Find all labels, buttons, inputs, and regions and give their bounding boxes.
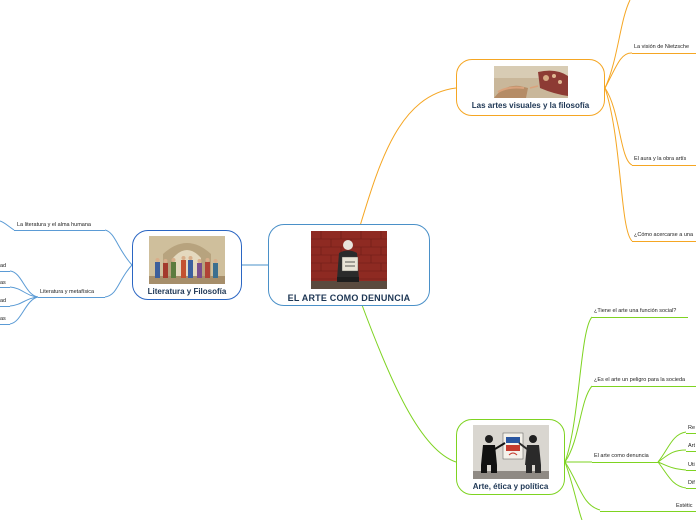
link-eth-sub-4 xyxy=(658,462,686,488)
ethics-item-denuncia[interactable]: El arte como denuncia xyxy=(594,453,649,459)
link-visual-item-1 xyxy=(605,53,632,88)
branch-ethics-node[interactable]: Arte, ética y política xyxy=(456,419,565,495)
lit-edge-item-3-underline xyxy=(0,306,10,307)
ethics-sub-item-1-underline xyxy=(686,433,696,434)
ethics-item-estetica-underline xyxy=(600,511,696,512)
ethics-item-social-function[interactable]: ¿Tiene el arte una función social? xyxy=(594,308,676,314)
banksy-graffiti-photo xyxy=(473,425,549,479)
link-lit-item-1-left xyxy=(0,221,14,230)
ethics-sub-item-2-underline xyxy=(686,451,696,452)
visual-item-aura[interactable]: El aura y la obra artís xyxy=(634,156,686,162)
lit-edge-item-1[interactable]: ad xyxy=(0,263,6,269)
ethics-sub-item-4[interactable]: Dif xyxy=(688,480,695,486)
link-eth-bottom xyxy=(565,462,582,520)
lit-item-soul-underline xyxy=(14,230,105,231)
central-topic-node[interactable]: EL ARTE COMO DENUNCIA xyxy=(268,224,430,306)
ethics-item-estetica[interactable]: Estétic xyxy=(676,503,693,509)
ethics-item-danger[interactable]: ¿Es el arte un peligro para la socieda xyxy=(594,377,685,383)
lit-edge-item-4-underline xyxy=(0,324,10,325)
link-eth-item-1 xyxy=(565,317,592,462)
link-eth-item-4 xyxy=(565,462,600,510)
lit-edge-item-2-underline xyxy=(0,287,10,288)
ethics-sub-item-3[interactable]: Uti xyxy=(688,462,695,468)
lit-edge-item-4[interactable]: as xyxy=(0,316,6,322)
creation-of-adam-painting xyxy=(494,66,568,98)
branch-literature-node[interactable]: Literatura y Filosofía xyxy=(132,230,242,300)
banksy-i-want-change-photo xyxy=(311,231,387,289)
link-lit-edge-1 xyxy=(10,271,38,297)
ethics-item-denuncia-underline xyxy=(592,462,658,463)
visual-item-nietzsche[interactable]: La visión de Nietzsche xyxy=(634,44,689,50)
ethics-item-social-function-underline xyxy=(592,317,688,318)
lit-edge-item-3[interactable]: ad xyxy=(0,298,6,304)
lit-item-soul[interactable]: La literatura y el alma humana xyxy=(17,222,91,228)
visual-item-approach[interactable]: ¿Cómo acercarse a una xyxy=(634,232,693,238)
school-of-athens-painting xyxy=(149,236,225,284)
visual-item-aura-underline xyxy=(632,165,696,166)
ethics-sub-item-3-underline xyxy=(686,470,696,471)
link-lit-item-1 xyxy=(105,230,132,265)
link-visual-top xyxy=(605,0,630,88)
ethics-sub-item-4-underline xyxy=(686,488,696,489)
lit-edge-item-1-underline xyxy=(0,271,10,272)
link-eth-sub-1 xyxy=(658,432,686,462)
ethics-sub-item-2[interactable]: Art xyxy=(688,443,695,449)
ethics-item-danger-underline xyxy=(592,386,696,387)
link-center-visual xyxy=(360,88,456,226)
lit-item-metaphysics[interactable]: Literatura y metafísica xyxy=(40,289,94,295)
lit-edge-item-2[interactable]: as xyxy=(0,280,6,286)
link-eth-item-2 xyxy=(565,386,592,462)
visual-item-approach-underline xyxy=(632,241,696,242)
branch-visual-arts-node[interactable]: Las artes visuales y la filosofía xyxy=(456,59,605,116)
branch-visual-arts-title: Las artes visuales y la filosofía xyxy=(472,101,589,110)
branch-ethics-title: Arte, ética y política xyxy=(473,482,549,491)
visual-item-nietzsche-underline xyxy=(632,53,696,54)
link-visual-item-3 xyxy=(605,88,632,241)
central-topic-title: EL ARTE COMO DENUNCIA xyxy=(288,293,411,303)
link-lit-item-2 xyxy=(105,265,132,297)
lit-item-metaphysics-underline xyxy=(38,297,105,298)
ethics-sub-item-1[interactable]: Re xyxy=(688,425,695,431)
link-visual-item-2 xyxy=(605,88,632,165)
link-center-ethics xyxy=(362,305,456,462)
link-eth-sub-3 xyxy=(658,462,686,470)
branch-literature-title: Literatura y Filosofía xyxy=(148,287,227,296)
